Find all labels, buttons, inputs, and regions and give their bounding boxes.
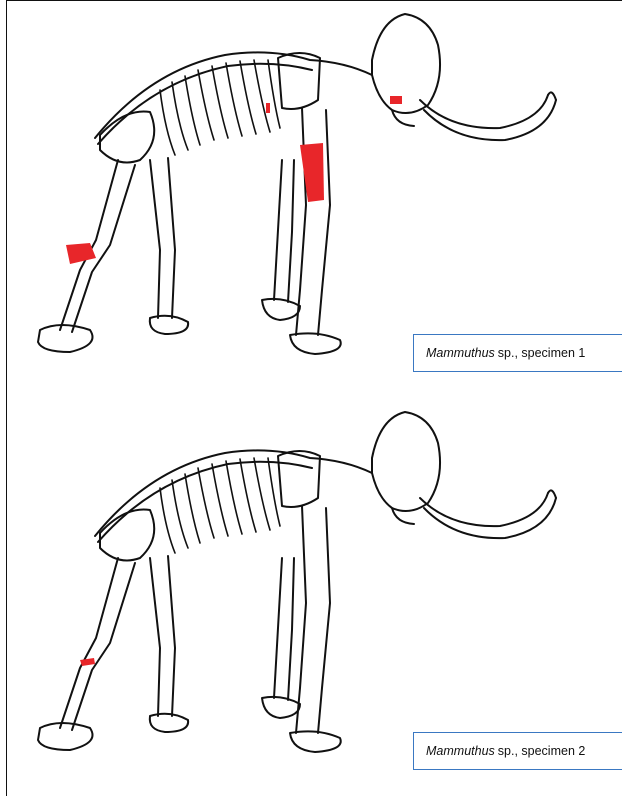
- highlight-femur-distal: [66, 243, 96, 264]
- caption-specimen-2: Mammuthus sp., specimen 2: [413, 732, 622, 770]
- highlight-rib: [266, 103, 270, 113]
- caption-genus-1: Mammuthus: [426, 346, 495, 360]
- caption-text-2: sp., specimen 2: [498, 744, 586, 758]
- highlight-mandible: [390, 96, 402, 104]
- caption-specimen-1: Mammuthus sp., specimen 1: [413, 334, 622, 372]
- caption-genus-2: Mammuthus: [426, 744, 495, 758]
- caption-text-1: sp., specimen 1: [498, 346, 586, 360]
- highlight-humerus: [300, 143, 324, 202]
- highlight-marks-2: [80, 658, 95, 666]
- highlight-tibia-proximal: [80, 658, 95, 666]
- skeleton-panel-1: Mammuthus sp., specimen 1: [0, 0, 622, 398]
- skeleton-panel-2: Mammuthus sp., specimen 2: [0, 398, 622, 796]
